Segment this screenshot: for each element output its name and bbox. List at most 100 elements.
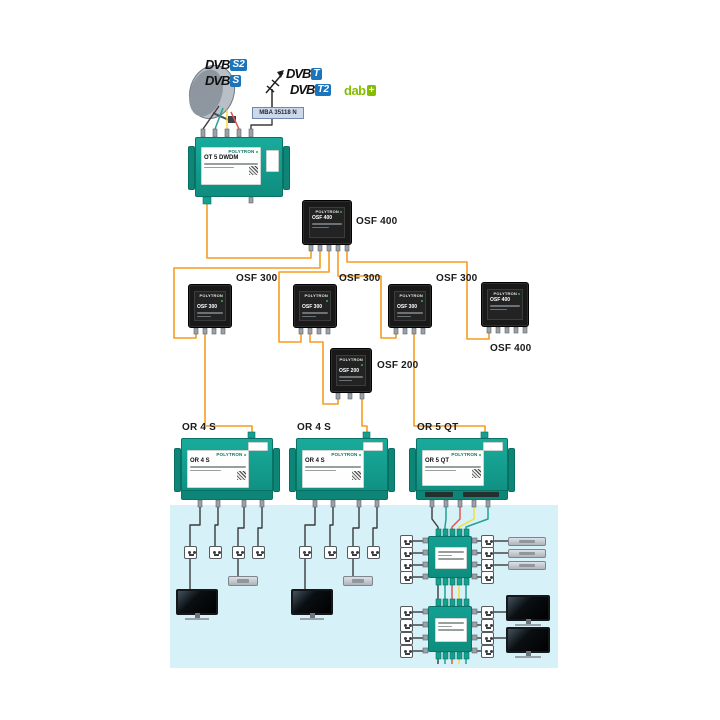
- fine-print: [339, 379, 353, 381]
- mounting-flange: [283, 146, 290, 190]
- fine-print: [190, 469, 221, 471]
- wall-socket: [481, 619, 494, 632]
- device-label-panel: [435, 547, 467, 569]
- qr-code: [249, 166, 258, 175]
- brand-text: POLYTRON: [312, 209, 342, 214]
- logo-dvb-t: DVB T: [286, 66, 322, 81]
- model-text: OSF 300: [197, 304, 218, 310]
- device-label-panel: POLYTRON OR 5 QT: [422, 450, 484, 486]
- model-text: OR 5 QT: [425, 458, 450, 464]
- multiswitch-1: [428, 536, 472, 578]
- device-label-panel: POLYTRON OR 4 S: [187, 450, 249, 488]
- brand-text: POLYTRON: [305, 452, 361, 457]
- info-sticker: [363, 442, 383, 451]
- fine-print: [425, 469, 456, 471]
- mounting-flange: [188, 146, 195, 190]
- antenna-model-tag: MBA 35118 N: [252, 107, 304, 119]
- device-or5qt: POLYTRON OR 5 QT: [409, 438, 515, 500]
- device-label-panel: POLYTRON OSF 300: [194, 291, 226, 321]
- mounting-flange: [289, 448, 296, 492]
- dvb-s2-badge: S2: [230, 58, 247, 71]
- model-text: OT 5 DWDM: [204, 155, 239, 161]
- device-label-panel: POLYTRON OSF 200: [336, 355, 366, 386]
- brand-text: POLYTRON: [204, 149, 258, 154]
- device-label-panel: [435, 618, 467, 642]
- tv-screen: [291, 589, 333, 620]
- model-text: OSF 400: [490, 297, 511, 303]
- wall-socket: [324, 546, 337, 559]
- label-osf400-2: OSF 400: [490, 343, 532, 354]
- logo-dab-plus: dab +: [344, 83, 376, 98]
- fine-print: [305, 469, 336, 471]
- multiswitch-2: [428, 606, 472, 652]
- connector-strip: [182, 490, 272, 499]
- wall-socket: [299, 546, 312, 559]
- dvb-t2-badge: T2: [315, 83, 332, 96]
- device-osf300-1: POLYTRON OSF 300: [188, 284, 232, 328]
- fine-print: [397, 312, 423, 314]
- label-or4s-1: OR 4 S: [182, 422, 216, 433]
- label-osf300-1: OSF 300: [236, 273, 278, 284]
- device-label-panel: POLYTRON OSF 400: [309, 207, 345, 238]
- tv-screen: [506, 595, 550, 626]
- red-cables: [230, 111, 461, 664]
- mounting-flange: [174, 448, 181, 492]
- connector-strip: [297, 490, 387, 499]
- device-osf400-2: POLYTRON OSF 400: [481, 282, 529, 327]
- output-block: [425, 492, 453, 497]
- fine-print: [438, 551, 464, 553]
- dvb-word: DVB: [290, 82, 315, 97]
- fine-print: [438, 554, 453, 556]
- receiver-box: [508, 549, 546, 558]
- brand-text: POLYTRON: [302, 293, 328, 303]
- dvb-s-badge: S: [230, 74, 242, 87]
- dvb-t-badge: T: [311, 67, 322, 80]
- receiver-box: [228, 576, 258, 586]
- model-text: OSF 400: [312, 215, 333, 221]
- fine-print: [197, 315, 212, 317]
- model-text: OR 4 S: [305, 458, 325, 464]
- fine-print: [190, 466, 246, 468]
- dvb-word: DVB: [286, 66, 311, 81]
- device-or4s-1: POLYTRON OR 4 S: [174, 438, 280, 500]
- wall-socket: [209, 546, 222, 559]
- wall-socket: [481, 606, 494, 619]
- fine-print: [302, 315, 317, 317]
- dab-plus-badge: +: [366, 85, 376, 96]
- fine-print: [204, 163, 258, 165]
- fine-print: [425, 466, 481, 468]
- wall-socket: [481, 571, 494, 584]
- wall-socket: [232, 546, 245, 559]
- device-or4s-2: POLYTRON OR 4 S: [289, 438, 395, 500]
- label-osf300-2: OSF 300: [339, 273, 381, 284]
- terrestrial-antenna-icon: [265, 70, 284, 107]
- wall-socket: [481, 632, 494, 645]
- teal-cables: [214, 107, 489, 664]
- dvb-word: DVB: [205, 57, 230, 72]
- logo-dvb-s2: DVB S2: [205, 57, 247, 72]
- fine-print: [438, 558, 464, 560]
- wall-socket: [400, 571, 413, 584]
- device-label-panel: POLYTRON OSF 300: [299, 291, 331, 321]
- model-text: OSF 200: [339, 368, 360, 374]
- label-osf400-1: OSF 400: [356, 216, 398, 227]
- wall-socket: [252, 546, 265, 559]
- model-text: OSF 300: [302, 304, 323, 310]
- fine-print: [312, 226, 329, 228]
- brand-text: POLYTRON: [490, 291, 520, 296]
- connector-strip: [417, 490, 507, 499]
- device-osf400-1: POLYTRON OSF 400: [302, 200, 352, 245]
- dvb-word: DVB: [205, 73, 230, 88]
- brand-text: POLYTRON: [190, 452, 246, 457]
- fine-print: [302, 312, 328, 314]
- label-osf300-3: OSF 300: [436, 273, 478, 284]
- brand-text: POLYTRON: [197, 293, 223, 303]
- info-sticker: [248, 442, 268, 451]
- device-label-panel: POLYTRON OT 5 DWDM: [201, 147, 261, 185]
- brand-text: POLYTRON: [397, 293, 423, 303]
- wall-socket: [481, 645, 494, 658]
- device-label-panel: POLYTRON OR 4 S: [302, 450, 364, 488]
- mounting-flange: [508, 448, 515, 492]
